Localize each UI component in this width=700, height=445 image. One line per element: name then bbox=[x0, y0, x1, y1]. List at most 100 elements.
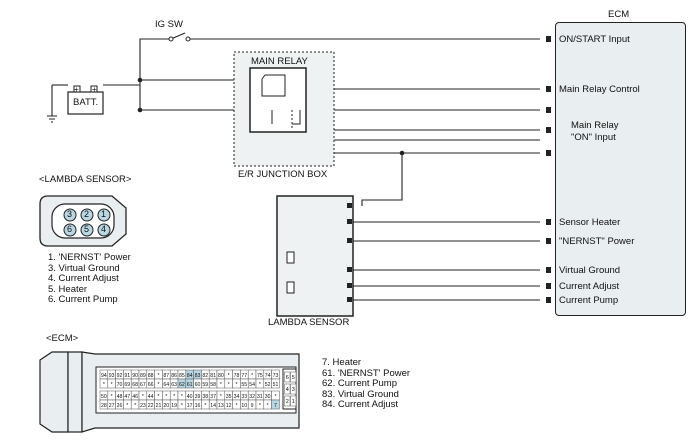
lambda-pin-4: 4 bbox=[101, 224, 107, 234]
ecm-pin-number: * bbox=[157, 382, 159, 388]
ecm-pin-number: 40 bbox=[187, 394, 193, 400]
ecm-pin-number: 28 bbox=[101, 403, 107, 409]
ecm-side-pin-cell bbox=[290, 383, 297, 395]
ecm-pin-number: * bbox=[126, 403, 128, 409]
legend-item: 7. Heater bbox=[322, 357, 362, 368]
ecm-pin-number: * bbox=[228, 382, 230, 388]
ecm-pin-number: 55 bbox=[241, 382, 247, 388]
lambda-pin-2: 2 bbox=[84, 209, 90, 219]
ecm-pin-number: 68 bbox=[132, 382, 138, 388]
ecm-pin-number: 66 bbox=[148, 382, 154, 388]
lambda-sensor-box-label: LAMBDA SENSOR bbox=[268, 317, 350, 328]
ecm-pin-number: * bbox=[111, 394, 113, 400]
ecm-pin-number: 83 bbox=[195, 373, 201, 379]
ecm-pin-number: * bbox=[165, 394, 167, 400]
ecm-pin-number: * bbox=[181, 403, 183, 409]
ecm-side-pin-number: 6 bbox=[286, 375, 289, 381]
ecm-pin-number: 91 bbox=[124, 373, 130, 379]
ecm-side-pin-cell bbox=[290, 395, 297, 407]
ecm-side-pin-number: 4 bbox=[286, 387, 289, 393]
ecm-pin-number: 47 bbox=[124, 394, 130, 400]
ecm-pin-number: * bbox=[274, 394, 276, 400]
ecm-pin-number: * bbox=[235, 382, 237, 388]
battery-positive-left: + bbox=[74, 85, 79, 94]
ecm-connector-title: <ECM> bbox=[46, 333, 79, 344]
ecm-pin-cell bbox=[271, 378, 280, 389]
ecm-pin-number: * bbox=[157, 373, 159, 379]
ecm-pin-number: 60 bbox=[195, 382, 201, 388]
ecm-pin-number: 17 bbox=[187, 403, 193, 409]
ecm-pin-number: * bbox=[134, 403, 136, 409]
ecm-pin-number: 67 bbox=[140, 382, 146, 388]
ecm-side-pin-number: 3 bbox=[292, 387, 295, 393]
ecm-pin-number: * bbox=[173, 394, 175, 400]
legend-item: 5. Heater bbox=[48, 283, 88, 295]
ecm-pin-number: 78 bbox=[234, 373, 240, 379]
ecm-input-pins bbox=[546, 36, 551, 303]
lambda-connector-title: <LAMBDA SENSOR> bbox=[39, 174, 132, 185]
ecm-pin-number: 89 bbox=[140, 373, 146, 379]
ecm-pin-number: 85 bbox=[179, 373, 185, 379]
ecm-side-pin-cell bbox=[284, 371, 291, 383]
ecm-pin-number: 23 bbox=[140, 403, 146, 409]
ecm-side-pin-cell bbox=[284, 383, 291, 395]
ecm-pin-number: * bbox=[220, 382, 222, 388]
ecm-pin-number: 21 bbox=[156, 403, 162, 409]
ecm-pin-number: 87 bbox=[163, 373, 169, 379]
ecm-pin-number: 38 bbox=[202, 394, 208, 400]
battery-label: BATT. bbox=[73, 97, 99, 108]
ig-switch-label: IG SW bbox=[155, 19, 183, 30]
ecm-pin-number: 77 bbox=[241, 373, 247, 379]
ecm-pin-number: 74 bbox=[265, 373, 271, 379]
ecm-side-pin-number: 2 bbox=[286, 399, 289, 405]
ecm-input-sensor-heater: Sensor Heater bbox=[559, 217, 621, 228]
lambda-pin-6: 6 bbox=[67, 224, 73, 234]
ecm-input-virtual-ground: Virtual Ground bbox=[559, 265, 621, 276]
lambda-connector-face bbox=[39, 195, 127, 247]
battery-positive-right: + bbox=[92, 85, 97, 94]
lambda-sensor-pins bbox=[347, 203, 352, 302]
ecm-pin-number: 88 bbox=[148, 373, 154, 379]
ecm-pin-number: * bbox=[204, 403, 206, 409]
ecm-pin-number: * bbox=[111, 382, 113, 388]
lambda-pin-5: 5 bbox=[84, 224, 90, 234]
ecm-pin-number: * bbox=[259, 382, 261, 388]
sensor-cells bbox=[286, 251, 295, 294]
ecm-side-pin-number: 1 bbox=[292, 399, 295, 405]
ecm-pin-number: * bbox=[251, 373, 253, 379]
ecm-pin-number: 14 bbox=[210, 403, 216, 409]
ecm-pin-number: 58 bbox=[210, 382, 216, 388]
ecm-pin-number: 93 bbox=[109, 373, 115, 379]
ecm-pin-number: * bbox=[220, 394, 222, 400]
ig-switch-contact-left bbox=[168, 36, 174, 42]
ecm-pin-number: 10 bbox=[241, 403, 247, 409]
ecm-pin-number: 70 bbox=[117, 382, 123, 388]
ecm-pin-number: 69 bbox=[124, 382, 130, 388]
ecm-pin-number: * bbox=[235, 403, 237, 409]
legend-item: 84. Current Adjust bbox=[322, 399, 399, 410]
ecm-pin-number: * bbox=[103, 382, 105, 388]
ecm-pin-number: 86 bbox=[171, 373, 177, 379]
ecm-pin-number: 20 bbox=[163, 403, 169, 409]
ecm-pin-number: 31 bbox=[257, 394, 263, 400]
legend-item: 4. Current Adjust bbox=[48, 273, 119, 284]
ecm-pin-number: 7 bbox=[274, 403, 277, 409]
ecm-pin-number: * bbox=[228, 373, 230, 379]
ecm-pin-number: 33 bbox=[241, 394, 247, 400]
ecm-box bbox=[555, 22, 686, 316]
ecm-pin-number: 64 bbox=[163, 382, 169, 388]
ecm-pin-number: 61 bbox=[187, 382, 193, 388]
ecm-pin-number: 92 bbox=[117, 373, 123, 379]
ecm-pin-number: 73 bbox=[273, 373, 279, 379]
ecm-pin-number: 75 bbox=[257, 373, 263, 379]
ecm-pin-number: 62 bbox=[179, 382, 185, 388]
ecm-pin-cell bbox=[271, 399, 280, 410]
ecm-pin-number: 84 bbox=[187, 373, 193, 379]
ecm-pin-number: 94 bbox=[101, 373, 107, 379]
ecm-pin-number: * bbox=[259, 403, 261, 409]
ecm-pin-number: 30 bbox=[265, 394, 271, 400]
ecm-pin-number: 44 bbox=[148, 394, 154, 400]
ecm-pin-number: 37 bbox=[210, 394, 216, 400]
